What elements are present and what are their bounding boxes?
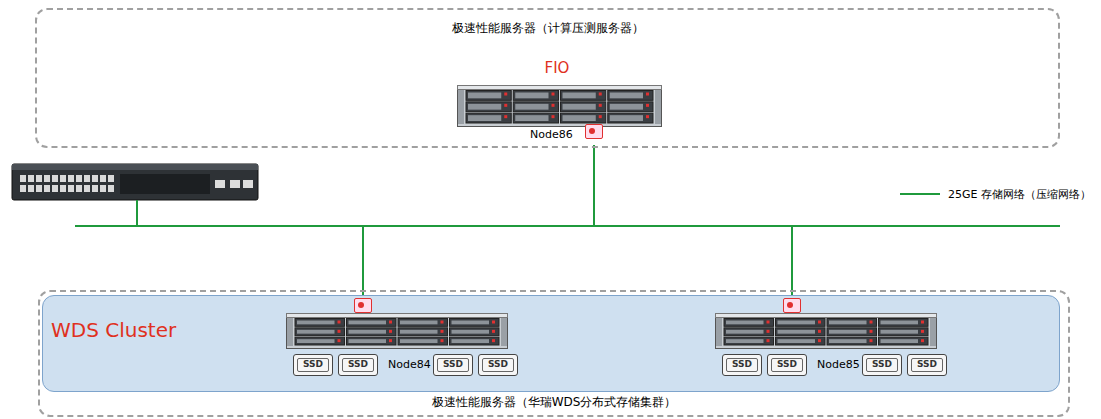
network-card [585,124,603,139]
ssd-label: SSD [339,359,377,369]
server-region: 极速性能服务器（华瑞WDS分布式存储集群） WDS ClusterSSD SSD SS… [38,290,1070,417]
ssd-label: SSD [479,359,517,369]
server-illustration [286,313,508,349]
cluster-name: WDS Cluster [51,318,176,342]
app-label: FIO [442,59,672,77]
region-title: 极速性能服务器（计算压测服务器） [37,20,1058,37]
ssd-icon: SSD [862,354,902,376]
legend-line-sample [900,193,940,195]
node-name: Node85 [817,358,860,371]
network-card [354,298,372,313]
ssd-icon: SSD [907,354,947,376]
ssd-icon: SSD [767,354,807,376]
switch-icon [12,164,258,200]
network-link [363,145,594,296]
region-title: 极速性能服务器（华瑞WDS分布式存储集群） [40,394,1068,411]
node-name: Node86 [530,128,573,141]
ssd-icon: SSD [293,354,333,376]
server-illustration [715,313,937,349]
switch-uplink [136,200,138,226]
ssd-label: SSD [863,359,901,369]
ssd-icon: SSD [338,354,378,376]
node-name: Node84 [388,358,431,371]
legend-text: 25GE 存储网络（压缩网络） [948,187,1091,202]
network-card [783,298,801,313]
storage-node: SSDSSDSSDSSDNode84 [286,296,518,378]
ssd-label: SSD [908,359,946,369]
server-node: FIO Node86 [442,57,672,145]
ssd-icon: SSD [722,354,762,376]
ssd-icon: SSD [433,354,473,376]
storage-bus [75,225,1060,227]
server-region: 极速性能服务器（计算压测服务器） FIO Node86 [35,8,1060,148]
storage-node: SSDSSDSSDSSDNode85 [715,296,947,378]
ssd-icon: SSD [478,354,518,376]
ssd-label: SSD [723,359,761,369]
cluster-band: WDS ClusterSSDSSDSSDSSDNode84SSDSSDSSDSS… [42,295,1060,392]
server-illustration [457,85,662,127]
ssd-label: SSD [768,359,806,369]
network-link [594,145,792,296]
ssd-label: SSD [294,359,332,369]
ssd-label: SSD [434,359,472,369]
